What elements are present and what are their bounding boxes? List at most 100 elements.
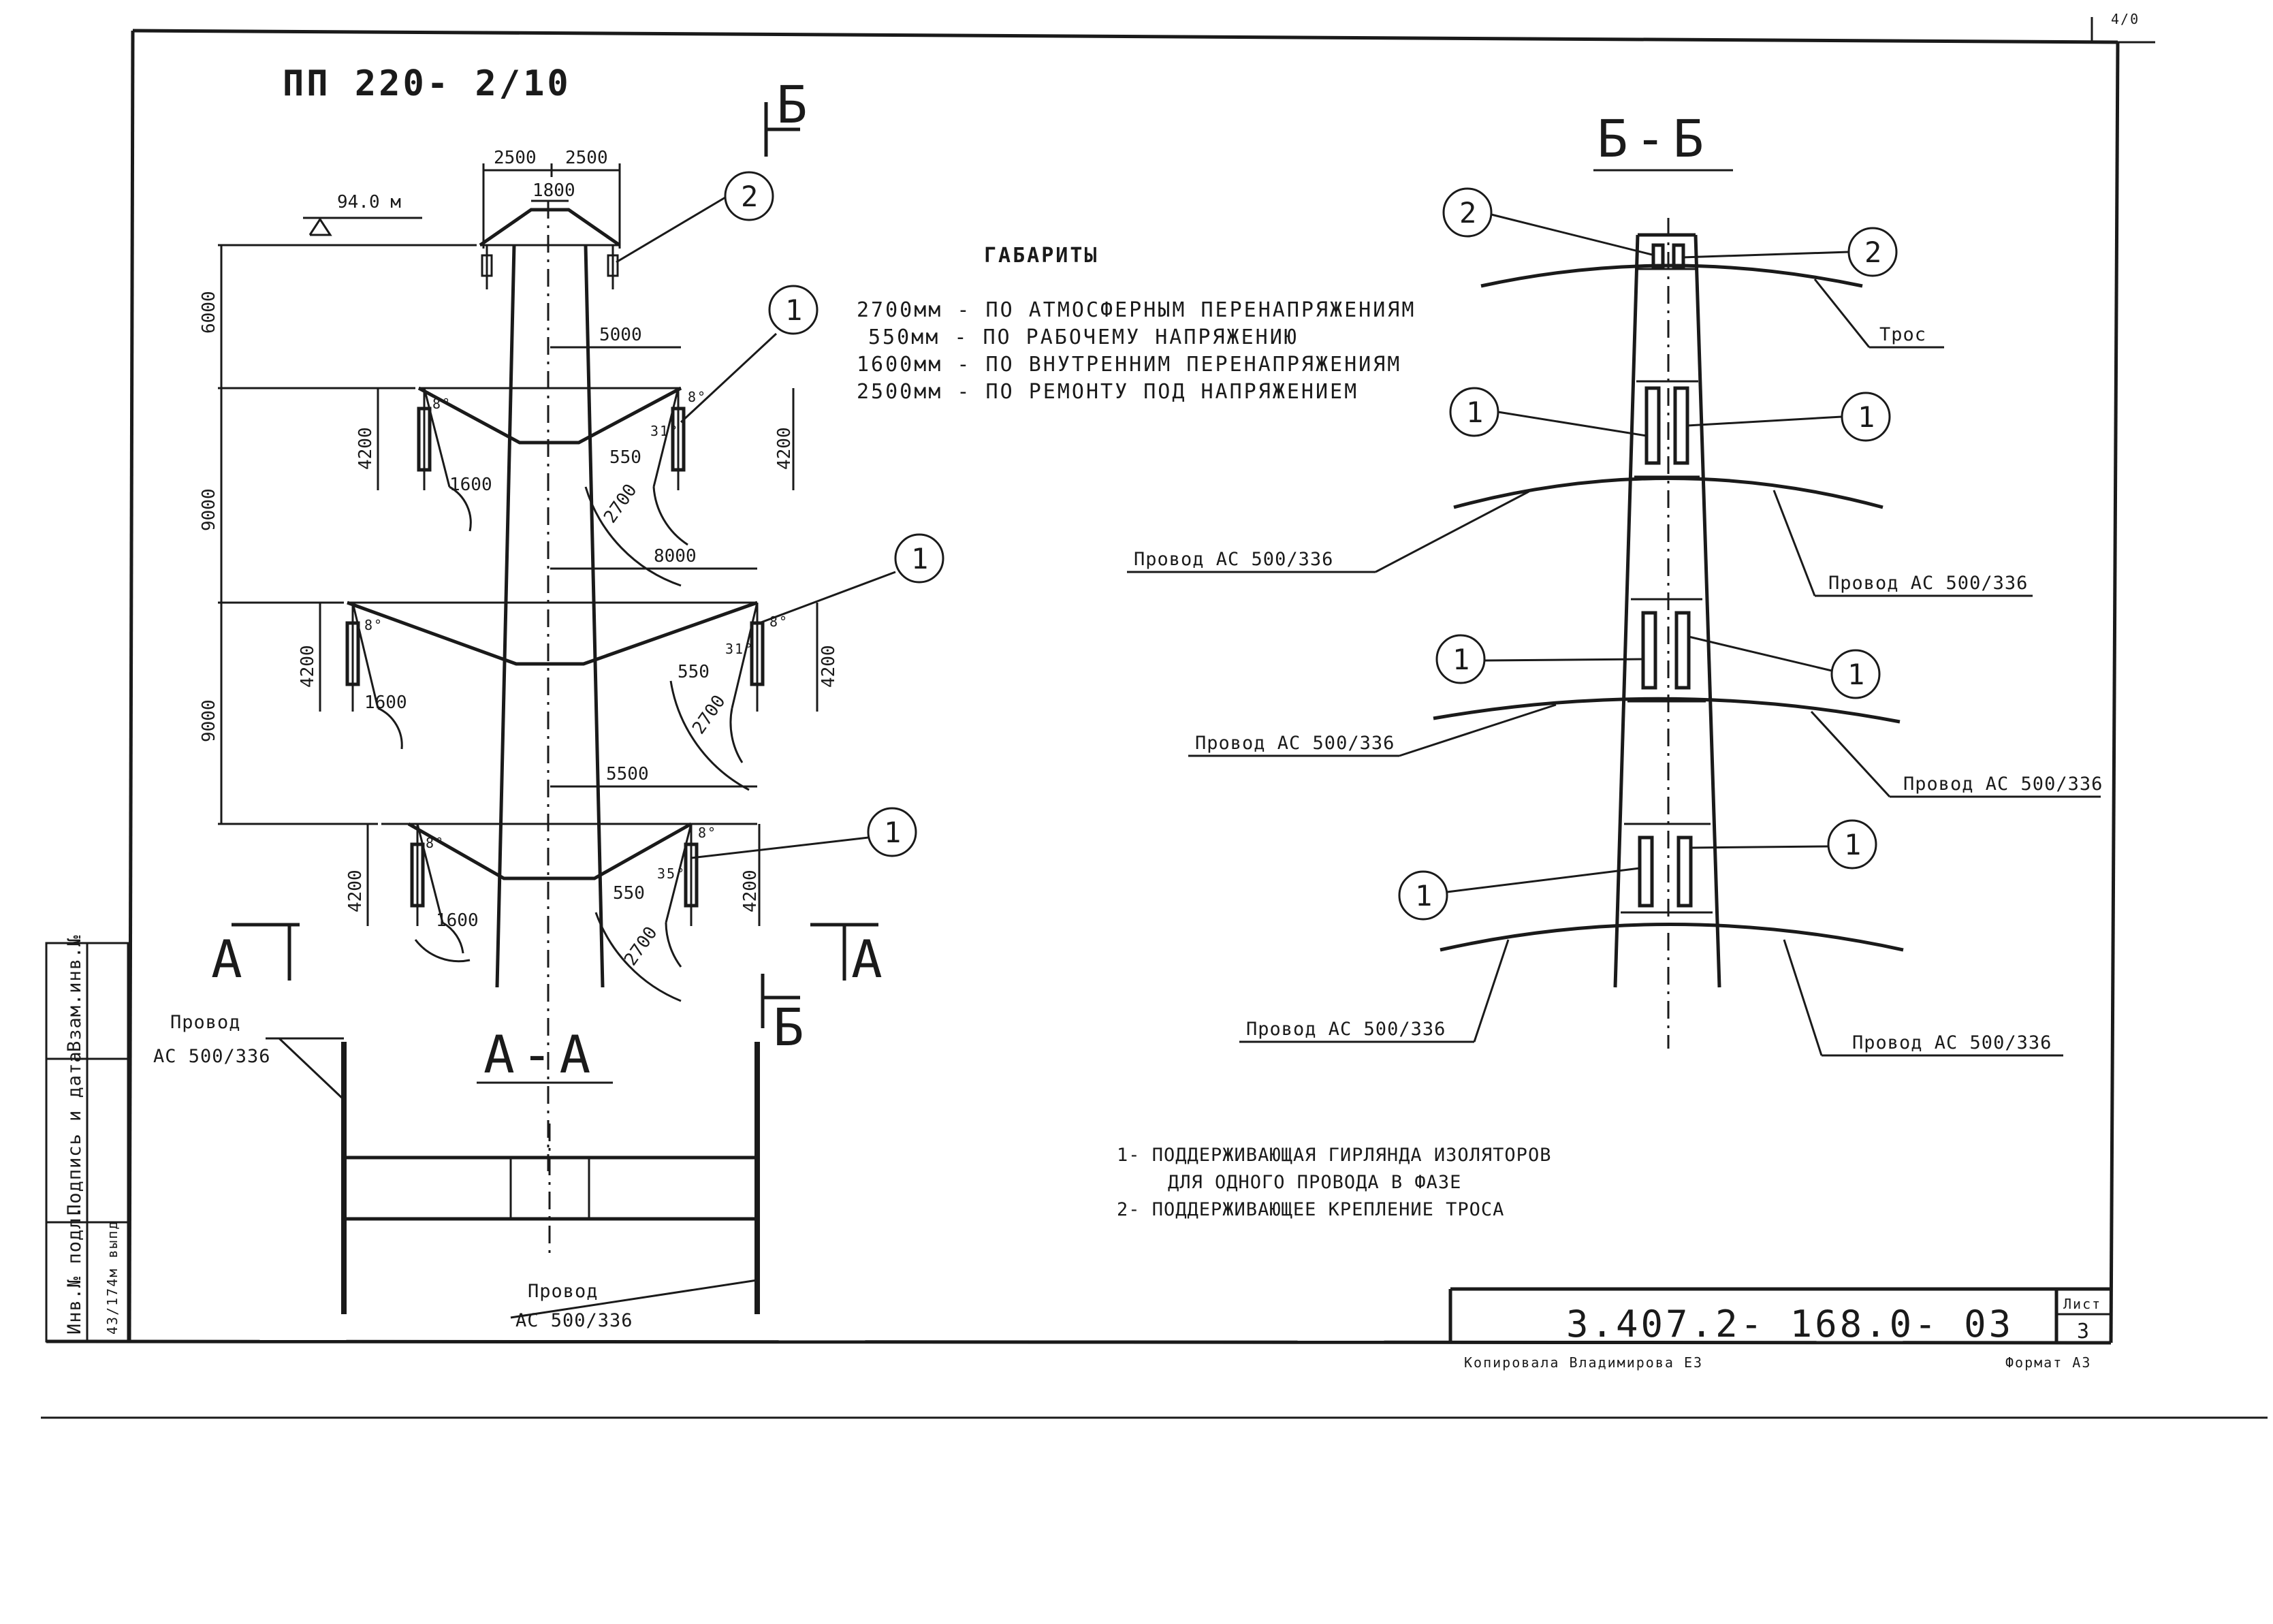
clearance-line-4: 2500мм - ПО РЕМОНТУ ПОД НАПРЯЖЕНИЕМ — [857, 380, 1358, 404]
dim-string-upper-right: 4200 — [774, 427, 795, 470]
bb-callout-1-upper-left: 1 — [1449, 387, 1647, 437]
corner-mark: 4/0 — [2111, 11, 2140, 27]
svg-text:1: 1 — [785, 293, 802, 327]
bb-callout-1-upper-right: 1 — [1687, 392, 1891, 442]
bb-callout-1-middle-right: 1 — [1688, 635, 1881, 699]
svg-text:1: 1 — [1466, 396, 1483, 429]
earthwire-clamp-right — [607, 245, 619, 289]
angle-upper-left: 8° — [432, 396, 451, 412]
dim-r550-middle: 550 — [678, 662, 710, 682]
stamp-inv-original: Инв.№ подл. — [64, 1205, 85, 1335]
dim-r2700-lower: 2700 — [620, 923, 661, 970]
dim-8000: 8000 — [654, 546, 697, 567]
bb-label-wire-lower-right: Провод АС 500/336 — [1852, 1032, 2052, 1053]
stamp-signature-date: Подпись и дата — [64, 1051, 85, 1215]
title-block — [1448, 1287, 2111, 1343]
dim-string-upper-left: 4200 — [355, 427, 376, 470]
dim-string-middle-left: 4200 — [298, 645, 318, 688]
clearance-line-3: 1600мм - ПО ВНУТРЕННИМ ПЕРЕНАПРЯЖЕНИЯМ — [857, 353, 1401, 377]
sheet-label: Лист — [2063, 1296, 2101, 1312]
clearances-heading: ГАБАРИТЫ — [984, 244, 1099, 268]
legend-item-2: 2- ПОДДЕРЖИВАЮЩЕЕ КРЕПЛЕНИЕ ТРОСА — [1117, 1199, 1504, 1220]
callout-1-upper: 1 — [680, 285, 818, 424]
dim-r550-lower: 550 — [613, 883, 645, 904]
dim-top-mid: 1800 — [533, 180, 575, 201]
clearance-line-2: 550мм - ПО РАБОЧЕМУ НАПРЯЖЕНИЮ — [868, 325, 1299, 349]
bb-callout-2-left: 2 — [1442, 187, 1655, 257]
aa-wire-bottom-spec: АС 500/336 — [515, 1310, 633, 1331]
svg-text:1: 1 — [1452, 643, 1469, 676]
dim-string-lower-left: 4200 — [345, 870, 366, 912]
section-marker-b-top: Б — [764, 74, 814, 157]
elevation-mark — [303, 217, 422, 236]
insulator-string-upper-left — [417, 387, 451, 490]
clearance-line-1: 2700мм - ПО АТМОСФЕРНЫМ ПЕРЕНАПРЯЖЕНИЯМ — [857, 298, 1416, 322]
angle-lower-left: 8° — [426, 835, 445, 851]
clearance-arcs — [377, 485, 750, 1002]
dim-string-middle-right: 4200 — [818, 645, 839, 688]
svg-text:2: 2 — [1459, 196, 1476, 229]
document-code: 3.407.2- 168.0- 03 — [1566, 1303, 2014, 1346]
insulator-string-middle-left — [345, 602, 379, 712]
dim-5500: 5500 — [606, 764, 649, 784]
legend-item-1-cont: ДЛЯ ОДНОГО ПРОВОДА В ФАЗЕ — [1168, 1172, 1461, 1193]
svg-text:1: 1 — [1844, 828, 1861, 861]
section-marker-a-right: А — [810, 923, 883, 989]
insulator-string-lower-left — [410, 823, 444, 926]
section-bb-title: Б-Б — [1597, 108, 1711, 169]
aa-wire-top-spec: АС 500/336 — [153, 1046, 271, 1067]
angle-31-middle: 31° — [725, 641, 754, 657]
bb-label-wire-upper-right: Провод АС 500/336 — [1828, 573, 2028, 594]
dimension-lines — [218, 163, 818, 926]
bb-label-wire-middle-right: Провод АС 500/336 — [1903, 774, 2103, 795]
section-bb-view — [1433, 218, 1904, 1049]
elevation-label: 94.0 м — [337, 192, 401, 212]
callout-1-lower: 1 — [690, 807, 917, 859]
svg-text:1: 1 — [1415, 879, 1432, 912]
sheet-format: Формат А3 — [2005, 1354, 2091, 1371]
dim-9000-upper: 9000 — [199, 488, 219, 531]
copied-by: Копировала Владимирова ЕЗ — [1464, 1354, 1703, 1371]
bb-label-wire-lower-left: Провод АС 500/336 — [1246, 1019, 1446, 1040]
stamp-replace-inv: Взам.инв.№ — [64, 934, 85, 1052]
svg-text:А: А — [211, 929, 249, 989]
dim-r550-upper: 550 — [609, 447, 641, 468]
svg-text:1: 1 — [1847, 658, 1864, 691]
dim-top-left: 2500 — [494, 148, 537, 168]
stamp-archive-no: 43/174м выпд — [104, 1220, 121, 1335]
svg-text:1: 1 — [1858, 400, 1875, 434]
bb-label-wire-middle-left: Провод АС 500/336 — [1195, 733, 1395, 754]
bb-label-tros: Трос — [1879, 324, 1926, 345]
angle-35-lower: 35° — [657, 865, 686, 882]
section-marker-a-left: А — [211, 923, 300, 989]
tower-elevation — [347, 201, 758, 1171]
margin-stamp: Взам.инв.№ Подпись и дата Инв.№ подл. 43… — [45, 934, 129, 1343]
svg-text:Б: Б — [773, 997, 811, 1057]
svg-text:1: 1 — [884, 816, 901, 849]
dim-9000-lower: 9000 — [199, 699, 219, 742]
earthwire-clamp-left — [481, 245, 493, 289]
callout-1-middle: 1 — [759, 533, 944, 624]
svg-text:1: 1 — [911, 542, 928, 575]
section-aa-view — [266, 1037, 760, 1319]
callout-2-earthwire: 2 — [616, 171, 774, 264]
svg-text:2: 2 — [1864, 236, 1881, 269]
svg-text:Б: Б — [776, 74, 814, 135]
angle-upper-right: 8° — [688, 389, 707, 405]
angle-middle-left: 8° — [364, 617, 383, 633]
dim-r1600-lower: 1600 — [436, 910, 479, 931]
bb-callout-1-lower-left: 1 — [1398, 867, 1640, 921]
insulator-string-upper-right — [652, 387, 686, 490]
insulator-string-lower-right — [665, 823, 699, 926]
tower-title: ПП 220- 2/10 — [283, 63, 571, 104]
section-aa-title: А-А — [483, 1024, 597, 1085]
sheet-number: 3 — [2077, 1320, 2091, 1343]
dim-r2700-middle: 2700 — [688, 692, 729, 739]
dim-r2700-upper: 2700 — [600, 481, 641, 528]
bb-leaders — [1127, 278, 2101, 1057]
bb-callout-1-lower-right: 1 — [1690, 819, 1877, 870]
dim-string-lower-right: 4200 — [740, 870, 761, 912]
aa-wire-bottom-name: Провод — [528, 1281, 599, 1302]
